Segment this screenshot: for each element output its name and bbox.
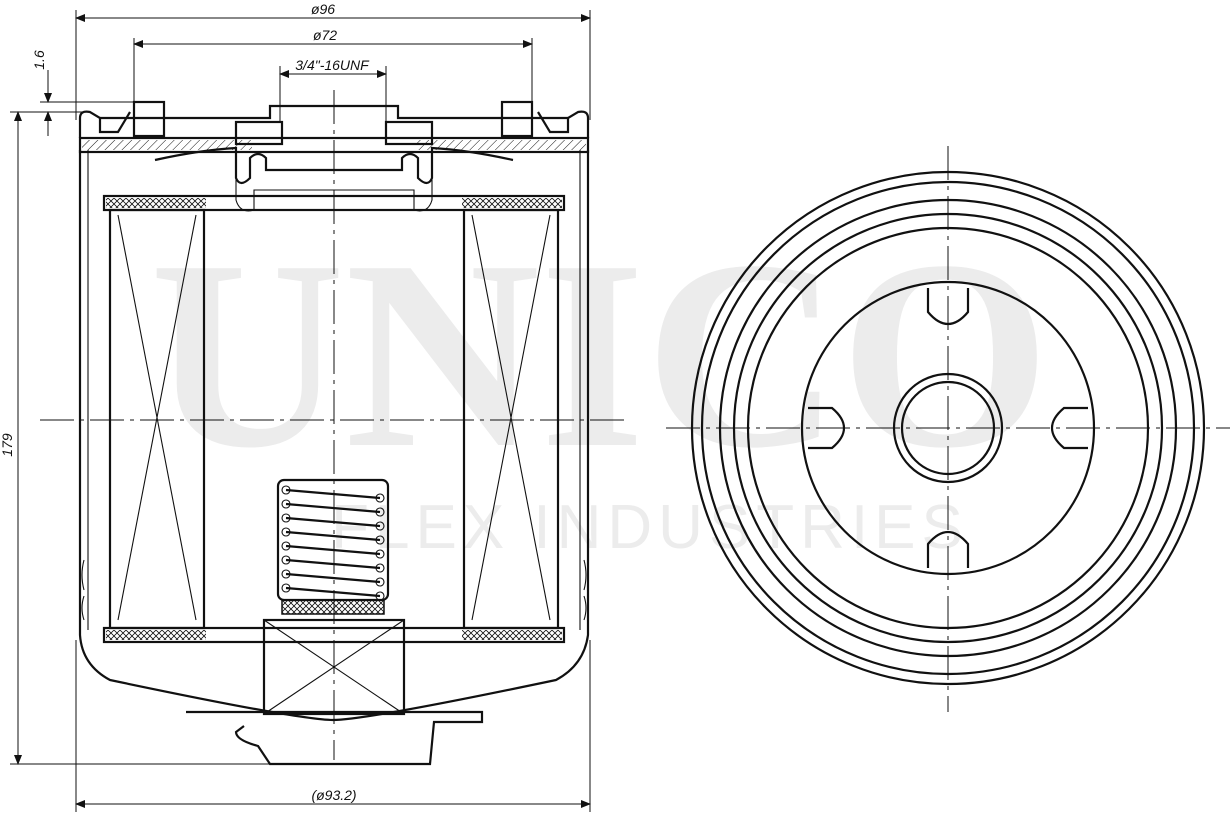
spring-coil [285,502,381,514]
rolled-seam-right [537,110,590,138]
dimension-total-height: 179 [0,433,15,457]
spring-coil-end [281,541,291,551]
filter-media [108,208,560,630]
dimension-thread: 3/4"-16UNF [295,57,370,73]
spring-coil [285,586,381,598]
side-section-view [40,90,630,766]
spring-coil-end [375,549,385,559]
dimension-body-diameter: (ø93.2) [311,787,356,803]
spring-coil-end [281,513,291,523]
spring-coil-end [281,527,291,537]
dimension-lines: ø96 ø72 3/4"-16UNF 1.6 179 (ø93.2) [0,1,591,812]
inlet-slot-bottom [926,530,970,568]
spring-coil-end [281,583,291,593]
filter-can-outline [78,150,590,722]
spring-coil-end [375,577,385,587]
spring-coil-end [375,521,385,531]
threaded-nut-left [234,120,284,146]
spring-coil [285,530,381,542]
spring-coil-end [281,499,291,509]
bypass-valve-spring [276,478,390,615]
inlet-slot-right [1050,406,1088,450]
spring-coil [285,572,381,584]
watermark-subtitle: FLEX INDUSTRIES [331,493,969,562]
threaded-nut-right [384,120,434,146]
spring-coil-end [375,507,385,517]
rolled-seam-left [78,110,131,138]
spring-coil-end [281,569,291,579]
spring-coil [285,516,381,528]
spring-coil-end [375,535,385,545]
watermark: UNICO FLEX INDUSTRIES [150,205,1050,562]
spring-coil-end [375,493,385,503]
spring-coil-end [375,563,385,573]
spring-coil-end [281,555,291,565]
spring-coil [285,558,381,570]
dimension-outer-diameter: ø96 [311,1,335,17]
dimension-gasket-diameter: ø72 [313,27,337,43]
spring-coil [285,488,381,500]
spring-coil-end [281,485,291,495]
end-view [666,146,1230,712]
spring-coil [285,544,381,556]
spring-coil-end [375,591,385,601]
drain-boss [186,710,484,766]
dimension-gasket-height: 1.6 [31,50,47,70]
